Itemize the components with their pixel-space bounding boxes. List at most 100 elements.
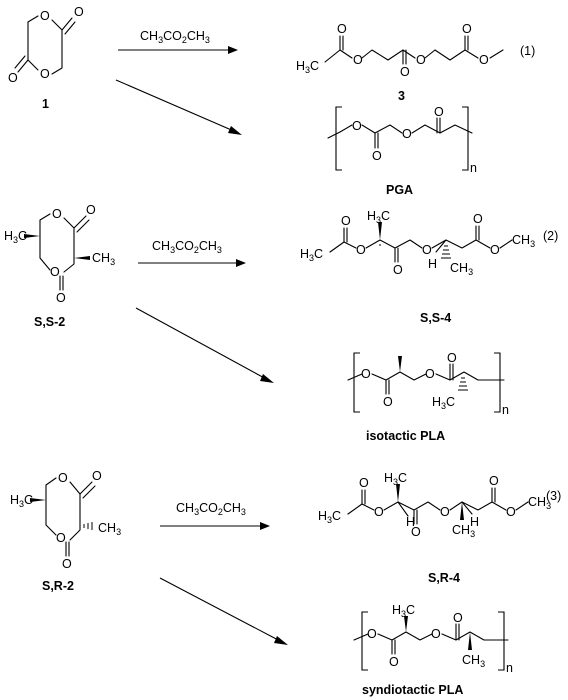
reagent-2: CH3CO2CH3 (152, 239, 222, 255)
syndiotactic-pla: O O H3C O O CH3 n syndiotactic PLA (353, 603, 513, 697)
methyl-sub: 3 (305, 65, 310, 75)
atom-label: C (398, 471, 407, 485)
equation-number: (2) (543, 229, 558, 243)
reagent-part: CH (187, 29, 205, 43)
atom-label: 3 (393, 477, 398, 487)
atom-label: O (92, 469, 102, 483)
atom-label: O (411, 525, 421, 539)
atom-label: 3 (468, 267, 473, 277)
lactide-ss-2: O O O O H3C CH3 S,S-2 (4, 203, 115, 329)
pga-polymer: O O O O n PGA (327, 105, 477, 197)
methyl-sub: 3 (110, 257, 115, 267)
atom-label: CH3CO2CH3 (152, 239, 222, 255)
atom-label: C (332, 509, 341, 523)
atom-label: O (361, 367, 371, 381)
hashed-bond (441, 245, 451, 259)
atom-o: O (434, 105, 444, 119)
atom-label: H3C (4, 229, 27, 245)
atom-label: H3C (318, 509, 341, 525)
atom-o: O (479, 53, 489, 67)
atom-o: O (50, 265, 60, 279)
atom-label: H (10, 493, 19, 507)
atom-label: CH (528, 495, 546, 509)
repeat-n: n (502, 403, 509, 417)
methyl-c: C (310, 59, 319, 73)
atom-label: H (392, 603, 401, 617)
atom-o: O (8, 71, 18, 85)
atom-label: 3 (327, 515, 332, 525)
atom-o: O (416, 53, 426, 67)
atom-label: O (393, 263, 403, 277)
atom-label: O (447, 351, 457, 365)
atom-o: O (74, 5, 84, 19)
atom-label: O (425, 367, 435, 381)
atom-label: O (389, 655, 399, 669)
atom-label: CH3 (512, 233, 535, 249)
hashed-bond (83, 522, 93, 530)
atom-label: H (432, 395, 441, 409)
atom-label: H3C (392, 603, 415, 619)
atom-label: CH3 (462, 653, 485, 669)
atom-label: CH3 (92, 251, 115, 267)
atom-label: 3 (401, 609, 406, 619)
repeat-n: n (506, 661, 513, 675)
compound-sr-4: H3C O O H3C H O O CH3 H O O CH3 (3) S,R-… (318, 471, 561, 585)
arrow-3a (160, 522, 270, 530)
atom-label: CH3 (452, 523, 475, 539)
atom-label: H (428, 257, 437, 271)
atom-label: O (473, 212, 483, 226)
atom-label: CH (512, 233, 530, 247)
atom-label: H (367, 209, 376, 223)
atom-label: CH3 (528, 495, 551, 511)
atom-label: CH (452, 523, 470, 537)
atom-label: O (440, 505, 450, 519)
methyl-c: C (18, 229, 27, 243)
equation-number: (1) (520, 44, 535, 58)
atom-label: C (446, 395, 455, 409)
atom-label: H3C (384, 471, 407, 487)
iso-label: isotactic PLA (366, 429, 445, 443)
atom-label: 3 (480, 659, 485, 669)
atom-label: 3 (170, 245, 175, 255)
syn-label: syndiotactic PLA (362, 683, 463, 697)
atom-o: O (86, 203, 96, 217)
atom-label: H3C (432, 395, 455, 411)
compound-3: H3C O O O O O O (1) 3 (296, 22, 535, 103)
atom-label: CH (462, 653, 480, 667)
arrow-3b (159, 577, 288, 645)
atom-label: 3 (376, 215, 381, 225)
reagent-sub: 3 (205, 35, 210, 45)
atom-label: C (381, 209, 390, 223)
atom-label: 3 (241, 507, 246, 517)
compound-3-label: 3 (398, 89, 405, 103)
equation-number: (3) (546, 489, 561, 503)
ss2-label: S,S-2 (34, 315, 65, 329)
atom-label: C (406, 603, 415, 617)
atom-label: CH3 (450, 261, 473, 277)
atom-label: O (422, 243, 432, 257)
arrow-2a (138, 259, 246, 267)
glycolide-1: O O O O 1 (8, 5, 84, 111)
atom-label: O (341, 214, 351, 228)
atom-label: 3 (309, 253, 314, 263)
atom-label: O (383, 395, 393, 409)
atom-label: H (470, 515, 479, 529)
atom-label: CH (152, 239, 170, 253)
atom-label: 3 (194, 507, 199, 517)
atom-label: CO (199, 501, 218, 515)
atom-label: O (359, 476, 369, 490)
arrow-2b (135, 307, 274, 383)
atom-label: O (58, 471, 68, 485)
atom-label: O (367, 627, 377, 641)
atom-label: 3 (116, 527, 121, 537)
atom-label: O (356, 243, 366, 257)
atom-label: H (300, 247, 309, 261)
atom-label: H (406, 515, 415, 529)
reagent-sub: 3 (158, 35, 163, 45)
atom-label: CH (223, 501, 241, 515)
atom-label: 3 (546, 501, 551, 511)
atom-label: C (24, 493, 33, 507)
methyl-sub: 3 (13, 235, 18, 245)
atom-label: O (62, 557, 72, 571)
